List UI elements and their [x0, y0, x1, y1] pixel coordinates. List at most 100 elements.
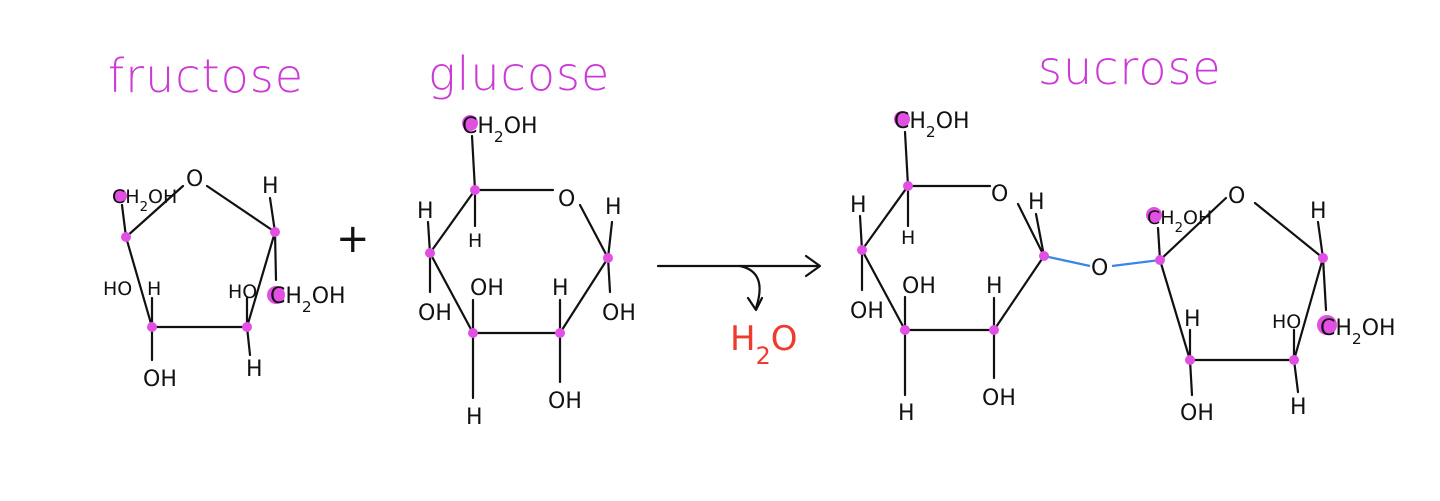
carbon-dot	[894, 111, 910, 127]
bond	[245, 230, 277, 329]
h-label: H	[1184, 307, 1201, 332]
carbon-dot	[1318, 253, 1328, 263]
carbon-dot	[468, 328, 478, 338]
carbon-dot	[425, 248, 435, 258]
carbon-dot	[1185, 355, 1195, 365]
h-label: H	[468, 230, 482, 252]
carbon-dot	[1039, 251, 1049, 261]
glycosidic-oxygen-label: O	[1091, 256, 1108, 281]
glycosidic-bond	[1043, 254, 1091, 268]
carbon-dot	[113, 189, 127, 203]
bond	[1156, 226, 1162, 262]
ch2oh-label: CH2OH	[112, 186, 177, 215]
carbon-dot	[857, 245, 867, 255]
fructose-molecule: O CH2OH H CH2OH HO H HO OH H	[103, 167, 346, 392]
carbon-dot	[1317, 315, 1337, 335]
h-label: H	[605, 195, 622, 220]
fructose-title: fructose	[108, 49, 304, 103]
ch2oh-label: CH2OH	[1320, 316, 1396, 348]
h-label: H	[466, 405, 483, 430]
bond	[1292, 256, 1325, 362]
h-label: H	[898, 401, 915, 426]
carbon-dot	[121, 232, 131, 242]
bond	[1253, 201, 1325, 260]
ho-label: HO	[103, 278, 132, 300]
carbon-dot	[1146, 207, 1162, 223]
oh-label: OH	[548, 389, 582, 414]
oh-label: OH	[602, 301, 636, 326]
h-label: H	[417, 199, 434, 224]
ring-oxygen-label: O	[1228, 184, 1245, 209]
carbon-dot	[989, 325, 999, 335]
bond	[860, 184, 910, 252]
bond	[428, 188, 477, 255]
bond	[268, 196, 277, 234]
oh-label: OH	[850, 299, 884, 324]
sucrose-title: sucrose	[1038, 41, 1222, 95]
ring-oxygen-label: O	[558, 187, 575, 212]
bond	[426, 220, 432, 255]
bond	[558, 256, 610, 335]
oh-label: OH	[470, 276, 504, 301]
bond	[1034, 212, 1046, 258]
carbon-dot	[1289, 355, 1299, 365]
oh-label: OH	[902, 274, 936, 299]
bond	[903, 130, 910, 188]
glucose-title: glucose	[428, 47, 610, 101]
bond	[992, 254, 1046, 332]
oh-label: OH	[418, 301, 452, 326]
carbon-dot	[603, 253, 613, 263]
h-label: H	[552, 276, 569, 301]
bond	[124, 184, 185, 239]
h-label: H	[1310, 199, 1327, 224]
ho-label: HO	[1272, 311, 1301, 333]
carbon-dot	[555, 328, 565, 338]
h-label: H	[147, 278, 161, 300]
bond	[858, 214, 864, 252]
bond	[1316, 220, 1325, 260]
water-byproduct: H2O	[730, 319, 797, 370]
oh-label: OH	[143, 367, 177, 392]
h-label: H	[1028, 190, 1045, 215]
bond	[860, 248, 907, 332]
ch2oh-label: CH2OH	[270, 284, 346, 316]
bond	[428, 251, 475, 335]
ch2oh-label: CH2OH	[1147, 207, 1212, 236]
h-label: H	[986, 274, 1003, 299]
oh-label: OH	[1180, 401, 1214, 426]
glucose-molecule: CH2OH O H H H OH OH H OH H OH	[417, 114, 636, 430]
h-label: H	[246, 357, 263, 382]
bond	[606, 256, 612, 294]
carbon-dot	[267, 286, 285, 304]
bond	[1292, 358, 1300, 394]
curved-arrow-head	[746, 296, 764, 312]
ch2oh-label: CH2OH	[894, 109, 970, 141]
ho-label: HO	[228, 281, 257, 303]
bond	[1158, 196, 1228, 262]
bond	[470, 134, 477, 192]
carbon-dot	[470, 185, 480, 195]
carbon-dot	[147, 322, 157, 332]
ring-oxygen-label: O	[186, 167, 203, 192]
bond	[273, 230, 278, 282]
curved-arrow	[738, 264, 761, 310]
reaction-arrow: H2O	[656, 254, 822, 370]
bond	[1188, 358, 1194, 397]
ch2oh-label: CH2OH	[462, 114, 538, 146]
ring-oxygen-label: O	[991, 182, 1008, 207]
h-label: H	[262, 174, 279, 199]
bond	[120, 203, 128, 239]
bond	[124, 235, 154, 329]
bond	[1016, 202, 1046, 258]
h-label: H	[1290, 395, 1307, 420]
plus-sign: +	[336, 216, 370, 262]
carbon-dot	[900, 325, 910, 335]
sucrose-molecule: O CH2OH O H H H OH OH H H OH	[850, 109, 1396, 426]
bond	[606, 220, 614, 260]
oh-label: OH	[982, 386, 1016, 411]
bond	[1158, 258, 1192, 362]
h-label: H	[850, 193, 867, 218]
carbon-dot	[270, 227, 280, 237]
carbon-dot	[242, 322, 252, 332]
bond	[1321, 256, 1328, 312]
